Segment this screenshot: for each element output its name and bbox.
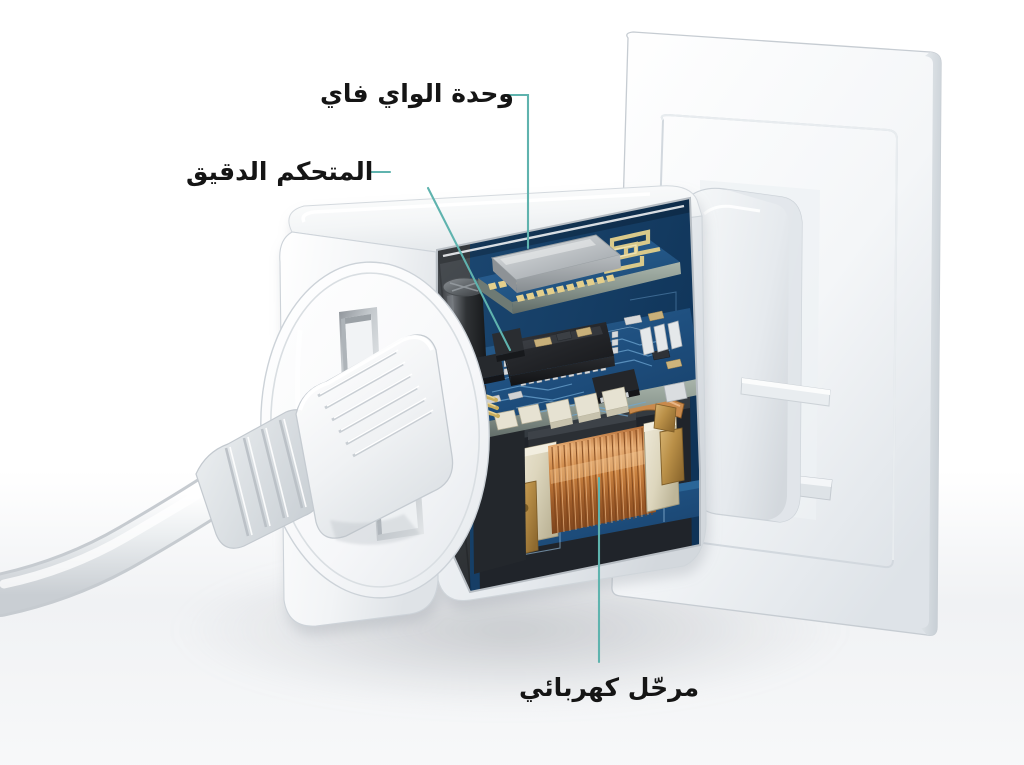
power-plug — [0, 334, 454, 617]
main-pcb — [462, 308, 700, 440]
callout-leaders — [366, 93, 601, 664]
plug-body-right — [689, 187, 831, 523]
wifi-module — [478, 229, 681, 314]
leader-mcu-diagonal — [426, 186, 512, 352]
callout-label-relay: مرحّل كهربائي — [519, 673, 700, 702]
callout-label-wifi-module: وحدة الواي فاي — [320, 79, 514, 108]
callout-label-microcontroller: المتحكم الدقيق — [186, 157, 374, 186]
leader-wifi — [503, 93, 530, 250]
